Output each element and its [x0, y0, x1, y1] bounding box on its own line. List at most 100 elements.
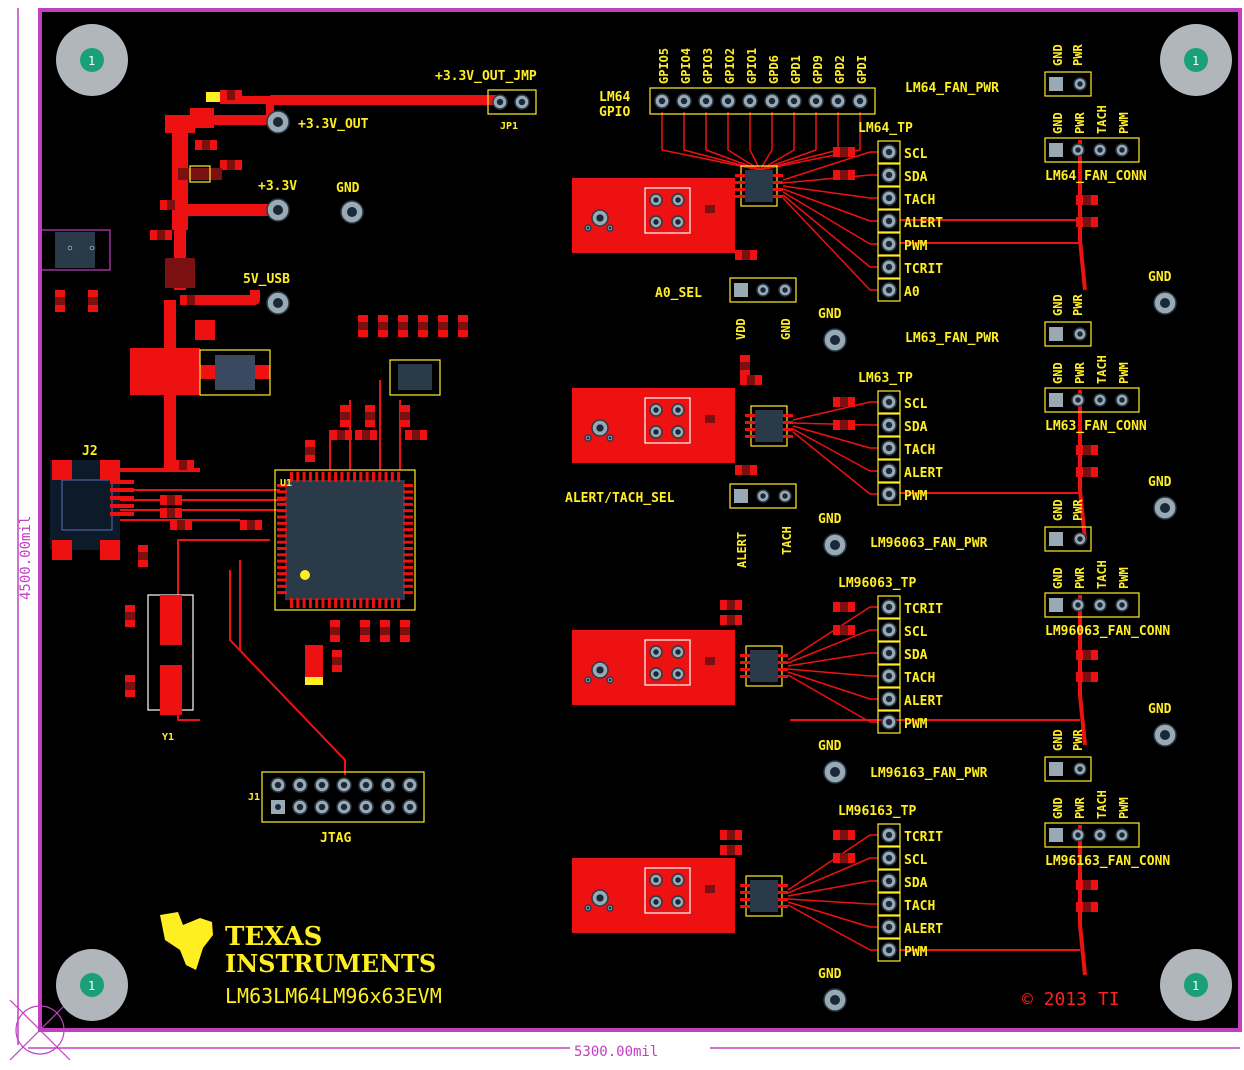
- fan-conn-pin-hole: [1075, 147, 1081, 153]
- alert-tach-sel-pin-hole: [782, 493, 788, 499]
- fan-conn-label: LM96063_FAN_CONN: [1045, 624, 1170, 639]
- jtag-pin-hole: [340, 781, 348, 789]
- gnd-label: GND: [818, 967, 842, 982]
- tp-tach-outline: [877, 186, 901, 210]
- tp-pin-label: TACH: [904, 899, 935, 914]
- u1-pin: [277, 578, 287, 582]
- s1-outline: [39, 229, 111, 271]
- c15-body: [247, 520, 255, 530]
- tp-alert-hole: [885, 217, 893, 225]
- ic-pin: [740, 668, 750, 671]
- u1-pin: [277, 553, 287, 557]
- jtag-pin-hole: [406, 781, 414, 789]
- u1-pin: [277, 528, 287, 532]
- ic-pin: [745, 414, 755, 417]
- tp-scl-hole: [885, 148, 893, 156]
- u1-pin: [403, 591, 413, 595]
- u1-pin: [353, 472, 356, 482]
- v33-out-test-point-hole: [273, 117, 283, 127]
- u1-pin: [277, 509, 287, 513]
- c4-body: [305, 447, 315, 455]
- tp-pwm-outline: [877, 710, 901, 734]
- jp-pin-hole: [675, 899, 681, 905]
- jtag-pin1-hole: [275, 804, 281, 810]
- c16-body: [400, 412, 410, 420]
- fan-conn-pin-hole: [1075, 832, 1081, 838]
- pullup-resistor-body: [1083, 880, 1091, 890]
- u1-pin: [302, 598, 306, 608]
- u1-pin: [397, 472, 401, 482]
- tp-sda-hole: [885, 649, 893, 657]
- fan-pwr-label: LM96163_FAN_PWR: [870, 766, 988, 781]
- tp-pin-label: SCL: [904, 147, 928, 162]
- tp-pwm-outline: [877, 232, 901, 256]
- v5-outline: [389, 359, 441, 396]
- via-hole: [608, 226, 612, 230]
- ic-pin: [778, 668, 788, 671]
- r12-body: [227, 160, 235, 170]
- v5-usb-test-point-hole: [273, 298, 283, 308]
- ic-outline: [745, 645, 783, 687]
- u1-pin: [384, 598, 388, 608]
- r26-body: [742, 250, 750, 260]
- jtag-pin-hole: [406, 803, 414, 811]
- r11-body: [88, 297, 98, 305]
- fan-pwr-pin1: [1049, 77, 1063, 91]
- tp-pin-label: TCRIT: [904, 602, 943, 617]
- tp-a0-outline: [877, 278, 901, 302]
- d2-outline: [199, 349, 271, 396]
- u1-pin: [403, 578, 413, 582]
- fan-conn-pin1: [1049, 143, 1063, 157]
- tp-pin-label: SDA: [904, 420, 928, 435]
- c1-body: [125, 682, 135, 690]
- jtag-pin-hole: [362, 803, 370, 811]
- ic-pin: [740, 891, 750, 894]
- u1-pin: [277, 572, 287, 576]
- u1-pin: [315, 472, 319, 482]
- jp-pin-hole: [653, 649, 659, 655]
- fan-pwr-label: LM96063_FAN_PWR: [870, 536, 988, 551]
- components-layer: [39, 24, 1232, 1021]
- ic-pin: [783, 428, 793, 431]
- jp-pin-hole: [675, 649, 681, 655]
- resistor-bank-r18-body: [418, 322, 428, 330]
- fan-conn-pin-hole: [1097, 832, 1103, 838]
- gpio-pin-label: GPIO3: [701, 48, 715, 84]
- via-hole: [586, 678, 590, 682]
- tp-tcrit-hole: [885, 831, 893, 839]
- r9-body: [167, 508, 175, 518]
- ic-pin: [745, 421, 755, 424]
- fan-conn-label: LM64_FAN_CONN: [1045, 169, 1147, 184]
- via-hole: [586, 906, 590, 910]
- gpio-pin-hole: [790, 97, 798, 105]
- tp-scl-hole: [885, 398, 893, 406]
- tp-alert-outline: [877, 687, 901, 711]
- r14-body: [227, 90, 235, 100]
- fan-pwr-pin-label: GND: [1051, 499, 1065, 521]
- tp-pin-label: A0: [904, 285, 920, 300]
- fan-pwr-outline: [1044, 321, 1092, 347]
- tp-alert-outline: [877, 459, 901, 483]
- u1-pin: [277, 565, 287, 569]
- jtag-pin-hole: [384, 781, 392, 789]
- u1-pin: [302, 472, 306, 482]
- signal-trace: [792, 431, 878, 495]
- c28-body: [727, 845, 735, 855]
- gpio-header-outline: [649, 87, 876, 115]
- ic-pin: [783, 414, 793, 417]
- u1-pin: [403, 509, 413, 513]
- r2-body: [332, 657, 342, 665]
- tp-pin-label: TCRIT: [904, 262, 943, 277]
- gpio-pin-label: GPIO5: [657, 48, 671, 84]
- gpio-pin-hole: [768, 97, 776, 105]
- j2-shield: [100, 460, 120, 480]
- series-resistor-body: [840, 420, 848, 430]
- tp-pin-label: PWM: [904, 489, 928, 504]
- fan-pwr-pin1: [1049, 762, 1063, 776]
- fan-pwr-outline: [1044, 71, 1092, 97]
- q1-body: [330, 627, 340, 635]
- fan-conn-pin-hole: [1119, 397, 1125, 403]
- ic-outline: [750, 405, 788, 447]
- fan-pwr-pin-label: PWR: [1071, 294, 1085, 316]
- u1-pin: [403, 534, 413, 538]
